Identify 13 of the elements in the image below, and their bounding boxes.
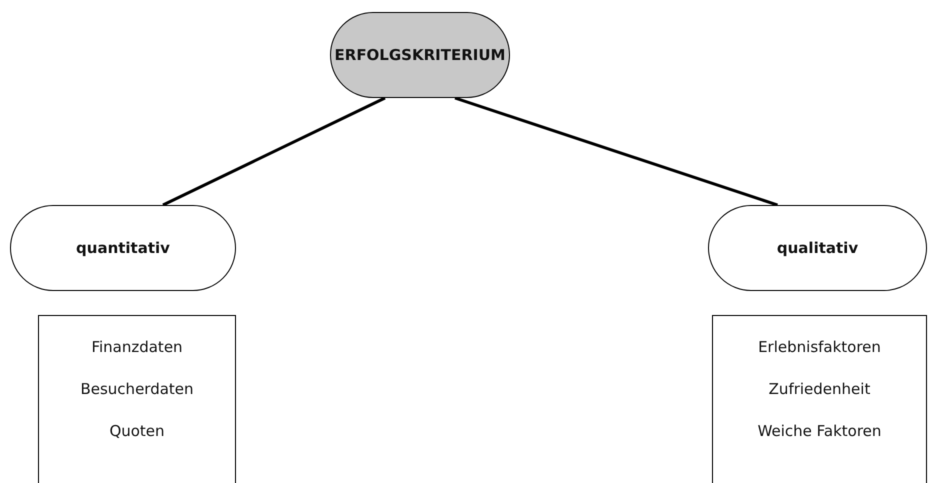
criterion-text: Besucherdaten: [80, 380, 194, 398]
criteria-list-box: [38, 315, 236, 483]
criterion-text: Erlebnisfaktoren: [758, 338, 881, 356]
criterion-text: Quoten: [109, 422, 165, 440]
criterion-text: Finanzdaten: [91, 338, 183, 356]
criterion-text: Weiche Faktoren: [758, 422, 882, 440]
connector-line: [454, 96, 778, 206]
category-label: ERFOLGSKRITERIUM: [334, 46, 506, 64]
category-label: quantitativ: [76, 239, 170, 257]
criteria-list-box: [712, 315, 927, 483]
connector-line: [162, 96, 386, 206]
category-label: qualitativ: [776, 239, 858, 257]
criterion-text: Zufriedenheit: [768, 380, 870, 398]
